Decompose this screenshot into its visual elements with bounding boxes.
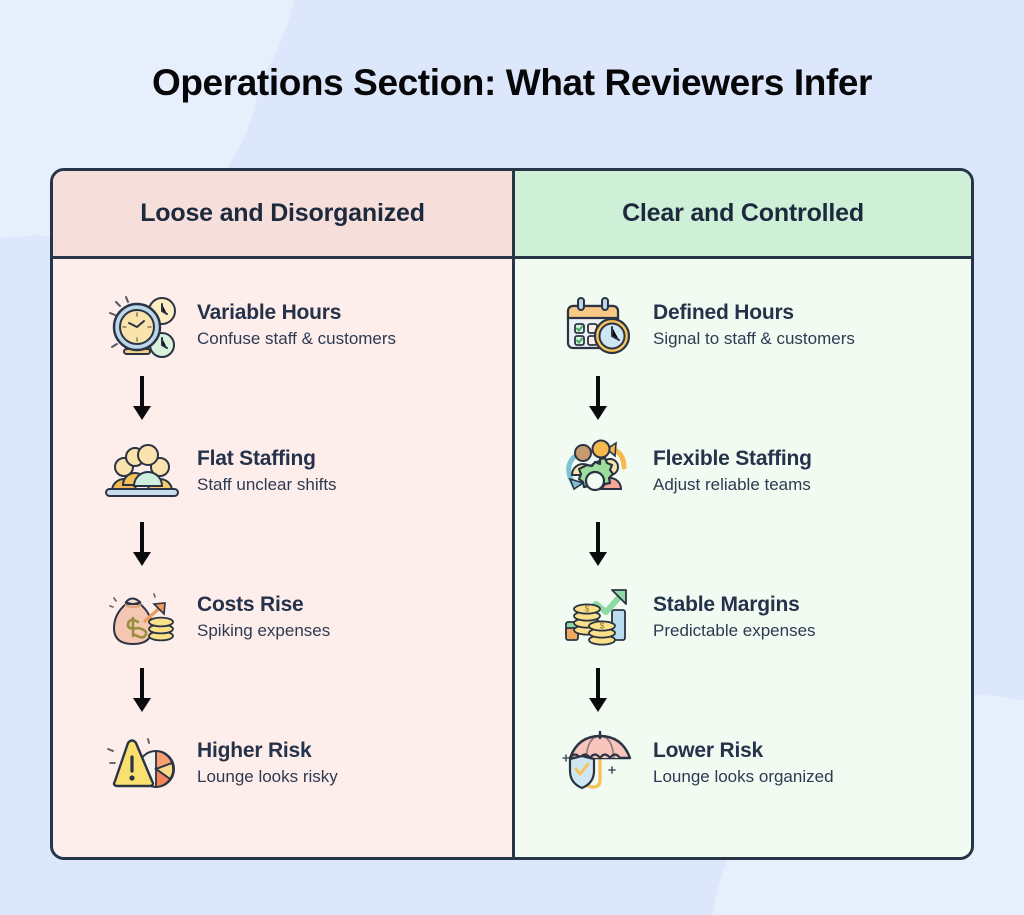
list-item-subtitle: Confuse staff & customers	[197, 329, 397, 349]
warning-pie-chart-icon	[99, 726, 185, 800]
down-arrow-icon	[99, 666, 185, 714]
list-item-subtitle: Staff unclear shifts	[197, 475, 337, 495]
column-clear-and-controlled: Clear and Controlled	[512, 171, 971, 857]
umbrella-shield-icon	[555, 726, 641, 800]
list-item-title: Higher Risk	[197, 739, 312, 763]
list-item[interactable]: Higher Risk Lounge looks risky	[53, 721, 512, 805]
list-item-title: Costs Rise	[197, 593, 304, 617]
connector-arrow-row	[515, 659, 971, 721]
connector-arrow-row	[515, 367, 971, 429]
list-item-title: Lower Risk	[653, 739, 764, 763]
down-arrow-icon	[555, 520, 641, 568]
column-header-clear: Clear and Controlled	[515, 171, 971, 259]
comparison-card: Loose and Disorganized	[50, 168, 974, 860]
column-body-clear: Defined Hours Signal to staff & customer…	[515, 259, 971, 857]
list-item-title: Stable Margins	[653, 593, 800, 617]
list-item-subtitle: Spiking expenses	[197, 621, 331, 641]
down-arrow-icon	[555, 374, 641, 422]
list-item-subtitle: Lounge looks organized	[653, 767, 834, 787]
column-body-loose: Variable Hours Confuse staff & customers	[53, 259, 512, 857]
list-item-text: Flexible Staffing Adjust reliable teams	[641, 446, 812, 496]
coins-growth-icon: $ $	[555, 580, 641, 654]
page-title: Operations Section: What Reviewers Infer	[151, 62, 873, 103]
svg-text:$: $	[585, 605, 590, 614]
list-item-text: Stable Margins Predictable expenses	[641, 592, 816, 642]
down-arrow-icon	[555, 666, 641, 714]
list-item[interactable]: Lower Risk Lounge looks organized	[515, 721, 971, 805]
connector-arrow-row	[53, 659, 512, 721]
list-item-text: Higher Risk Lounge looks risky	[185, 738, 338, 788]
list-item[interactable]: Flat Staffing Staff unclear shifts	[53, 429, 512, 513]
list-item-text: Lower Risk Lounge looks organized	[641, 738, 834, 788]
list-item-title: Variable Hours	[197, 301, 342, 325]
list-item-text: Defined Hours Signal to staff & customer…	[641, 300, 855, 350]
money-bag-rising-icon	[99, 580, 185, 654]
list-item[interactable]: Variable Hours Confuse staff & customers	[53, 283, 512, 367]
connector-arrow-row	[53, 513, 512, 575]
list-item-subtitle: Signal to staff & customers	[653, 329, 855, 349]
column-header-loose: Loose and Disorganized	[53, 171, 512, 259]
list-item[interactable]: Defined Hours Signal to staff & customer…	[515, 283, 971, 367]
list-item-subtitle: Predictable expenses	[653, 621, 816, 641]
list-item-text: Costs Rise Spiking expenses	[185, 592, 330, 642]
list-item-title: Flat Staffing	[197, 447, 316, 471]
list-item-text: Variable Hours Confuse staff & customers	[185, 300, 396, 350]
list-item[interactable]: Costs Rise Spiking expenses	[53, 575, 512, 659]
calendar-clock-icon	[555, 288, 641, 362]
list-item[interactable]: $ $ Stable Margins Predictable expenses	[515, 575, 971, 659]
list-item-title: Defined Hours	[653, 301, 794, 325]
list-item[interactable]: Flexible Staffing Adjust reliable teams	[515, 429, 971, 513]
list-item-subtitle: Adjust reliable teams	[653, 475, 811, 495]
team-gear-icon	[555, 434, 641, 508]
people-group-icon	[99, 434, 185, 508]
list-item-subtitle: Lounge looks risky	[197, 767, 338, 787]
svg-text:$: $	[600, 622, 605, 631]
connector-arrow-row	[515, 513, 971, 575]
list-item-text: Flat Staffing Staff unclear shifts	[185, 446, 337, 496]
list-item-title: Flexible Staffing	[653, 447, 812, 471]
down-arrow-icon	[99, 374, 185, 422]
connector-arrow-row	[53, 367, 512, 429]
alarm-clocks-icon	[99, 288, 185, 362]
down-arrow-icon	[99, 520, 185, 568]
column-loose-and-disorganized: Loose and Disorganized	[53, 171, 512, 857]
